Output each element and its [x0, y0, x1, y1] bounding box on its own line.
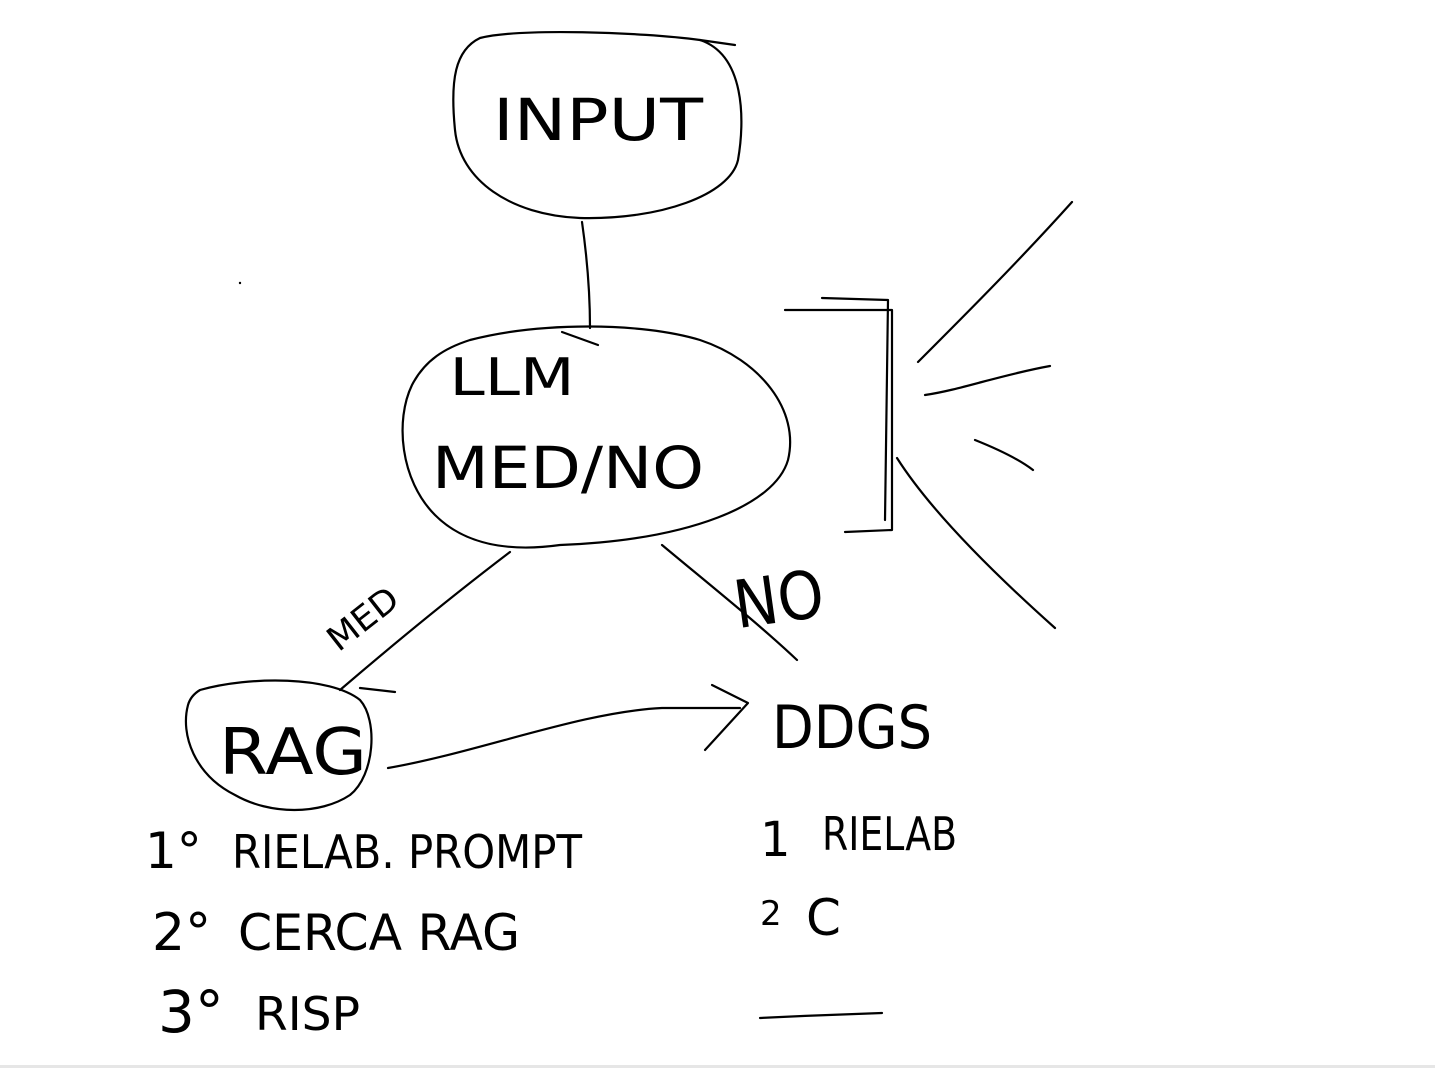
med-branch-connector — [338, 550, 512, 692]
med-branch-label: MED — [319, 579, 407, 660]
ddgs-step-1-number: 1 — [760, 812, 791, 868]
input-node-label: INPUT — [493, 86, 704, 154]
ddgs-node-label: DDGS — [772, 693, 932, 763]
rag-step-1-text: RIELAB. PROMPT — [232, 825, 583, 879]
rag-node-label: RAG — [219, 716, 367, 790]
rag-step-3-text: RISP — [255, 987, 360, 1041]
rag-node-outline — [184, 679, 373, 812]
ray-line-2 — [923, 364, 1052, 397]
rag-steps-list: 1° RIELAB. PROMPT 2° CERCA RAG 3° RISP — [145, 822, 583, 1046]
ddgs-steps-list: 1 RIELAB 2 C — [758, 807, 957, 1020]
ray-line-1 — [916, 200, 1074, 364]
stray-dot — [238, 281, 242, 285]
rag-to-ddgs-arrow — [386, 683, 750, 770]
input-to-llm-connector — [580, 220, 592, 330]
llm-node: LLM MED/NO — [401, 325, 792, 549]
rag-node: RAG — [184, 679, 397, 812]
no-branch-connector — [660, 543, 799, 662]
input-node-outline — [452, 30, 743, 220]
rag-step-3-number: 3° — [158, 978, 224, 1046]
ddgs-step-1-text: RIELAB — [822, 807, 957, 861]
ddgs-step-2-text: C — [806, 889, 841, 947]
canvas-bottom-edge — [0, 1065, 1435, 1068]
ddgs-step-3-dash — [758, 1011, 884, 1020]
rag-step-1-number: 1° — [145, 822, 202, 880]
ray-line-4 — [895, 456, 1057, 630]
ddgs-step-2-number: 2 — [760, 894, 782, 934]
rag-step-2-number: 2° — [152, 903, 211, 963]
ray-line-3 — [973, 438, 1035, 472]
rag-step-2-text: CERCA RAG — [238, 904, 520, 962]
llm-node-subtitle: MED/NO — [432, 434, 704, 502]
input-node: INPUT — [452, 30, 743, 220]
no-branch-label: NO — [729, 555, 829, 644]
llm-node-title: LLM — [450, 348, 575, 408]
arrow-head — [703, 683, 750, 752]
llm-node-outline — [401, 325, 792, 549]
llm-bracket-marks — [783, 200, 1074, 630]
